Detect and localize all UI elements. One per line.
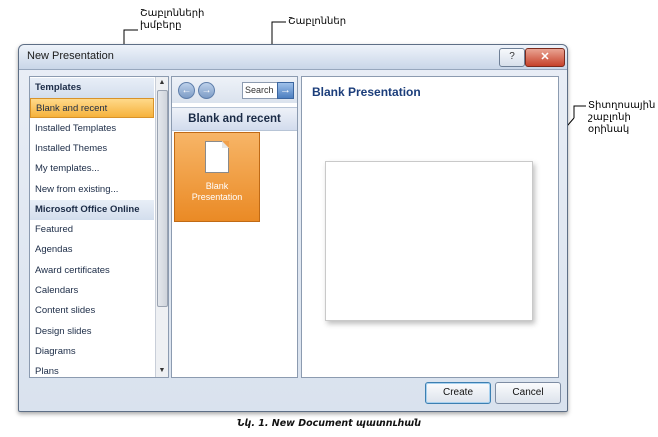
category-item[interactable]: New from existing... [35, 183, 119, 195]
category-item[interactable]: Installed Templates [35, 122, 117, 134]
category-item[interactable]: Featured [35, 224, 74, 236]
category-header: Microsoft Office Online [30, 199, 154, 220]
category-item[interactable]: Plans [35, 366, 59, 378]
callout-sample-line2: շաբլոնի [588, 112, 631, 123]
callout-categories-line1: Շաբլոնների [140, 8, 205, 19]
category-item[interactable]: Installed Themes [35, 142, 108, 154]
callout-categories: Շաբլոնների խմբերը [140, 8, 204, 32]
figure-caption: Նկ. 1. New Document պատուհան [237, 418, 421, 429]
preview-slide [325, 161, 533, 321]
tile-label-line1: Blank [205, 181, 229, 191]
category-item[interactable]: My templates... [35, 163, 100, 175]
scroll-down-arrow-icon[interactable]: ▼ [158, 367, 166, 374]
category-item[interactable]: Blank and recent [30, 98, 154, 119]
category-item[interactable]: Content slides [35, 305, 96, 317]
close-icon[interactable]: ✕ [525, 48, 565, 67]
back-arrow-icon[interactable]: ← [178, 82, 195, 99]
category-item[interactable]: Calendars [35, 285, 79, 296]
tile-label-line2: Presentation [191, 192, 243, 202]
template-pane: ← → Search → Blank and recent Blank Pres… [171, 76, 298, 378]
category-item[interactable]: Design slides [35, 325, 92, 337]
search-input[interactable]: Search [242, 82, 278, 99]
scrollbar-thumb[interactable] [157, 90, 168, 307]
section-title: Blank and recent [172, 107, 297, 131]
preview-title: Blank Presentation [312, 85, 421, 99]
dialog-title: New Presentation [27, 50, 114, 62]
search-go-icon[interactable]: → [277, 82, 294, 99]
category-item[interactable]: Diagrams [35, 345, 76, 357]
callout-categories-line2: խմբերը [140, 20, 182, 31]
preview-pane: Blank Presentation [301, 76, 559, 378]
template-nav-bar: ← → Search → [172, 77, 297, 103]
callout-sample: Տիտղոսային շաբլոնի օրինակ [588, 100, 655, 136]
category-header: Templates [30, 78, 154, 98]
blank-document-icon [205, 141, 229, 173]
forward-arrow-icon[interactable]: → [198, 82, 215, 99]
callout-templates: Շաբլոններ [288, 16, 347, 27]
callout-sample-line1: Տիտղոսային [588, 100, 656, 111]
cancel-button[interactable]: Cancel [495, 382, 561, 404]
category-item[interactable]: Award certificates [35, 264, 110, 276]
title-bar[interactable]: New Presentation ? ✕ [19, 45, 567, 70]
callout-sample-line3: օրինակ [588, 124, 630, 135]
blank-presentation-tile[interactable]: Blank Presentation [174, 132, 260, 222]
help-icon[interactable]: ? [499, 48, 525, 67]
scroll-up-arrow-icon[interactable]: ▲ [158, 79, 166, 86]
tile-label: Blank Presentation [175, 181, 259, 203]
category-scrollbar[interactable]: ▲ ▼ [155, 77, 168, 377]
create-button[interactable]: Create [425, 382, 491, 404]
category-item[interactable]: Agendas [35, 244, 73, 256]
